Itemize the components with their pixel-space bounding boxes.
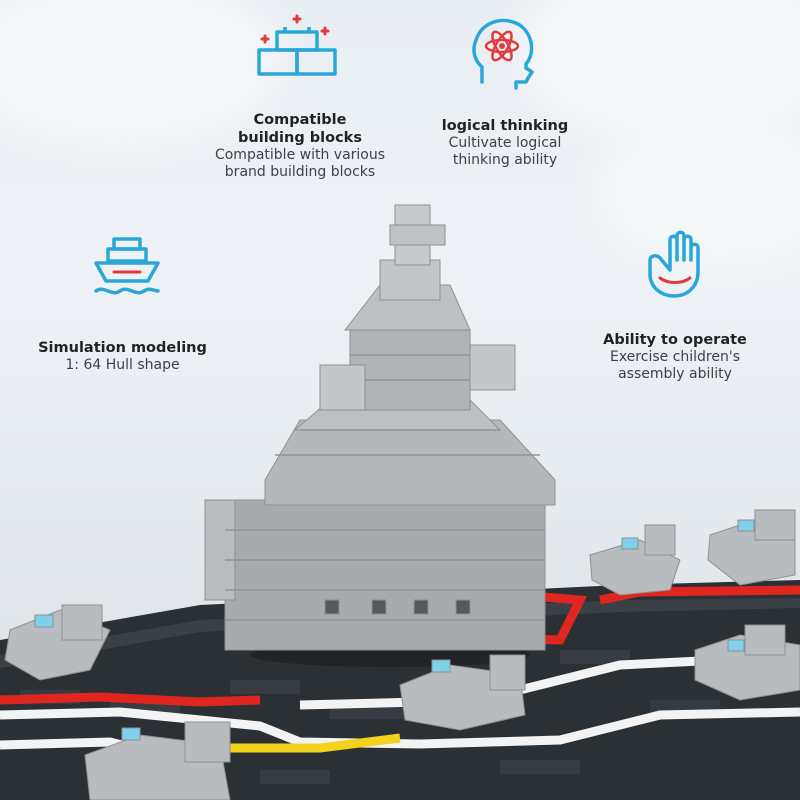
feature-operate: Ability to operate Exercise children's a… (590, 331, 760, 383)
feature-title: Simulation modeling (38, 340, 207, 356)
toy-plane (399, 654, 526, 731)
cloud (600, 120, 800, 260)
feature-description: Compatible with various brand building b… (214, 147, 386, 180)
feature-description: Cultivate logical thinking ability (448, 135, 562, 168)
feature-title: Compatible building blocks (238, 112, 362, 146)
toy-plane (589, 524, 681, 596)
blocks-icon (257, 14, 337, 76)
feature-title: Ability to operate (603, 332, 747, 348)
toy-plane (707, 509, 796, 586)
island-superstructure (204, 204, 556, 651)
feature-description: 1: 64 Hull shape (65, 357, 180, 373)
feature-logical: logical thinking Cultivate logical think… (420, 117, 590, 169)
toy-plane (84, 721, 231, 800)
toy-plane (4, 604, 111, 681)
ship-icon (94, 237, 160, 295)
feature-simulation: Simulation modeling 1: 64 Hull shape (30, 339, 215, 374)
hand-icon (648, 230, 700, 298)
feature-compatible: Compatible building blocks Compatible wi… (190, 111, 410, 181)
toy-plane (694, 624, 800, 701)
feature-description: Exercise children's assembly ability (609, 349, 741, 382)
yellow-deck-line (200, 733, 401, 753)
brain-atom-icon (472, 18, 534, 90)
feature-title: logical thinking (441, 118, 569, 134)
